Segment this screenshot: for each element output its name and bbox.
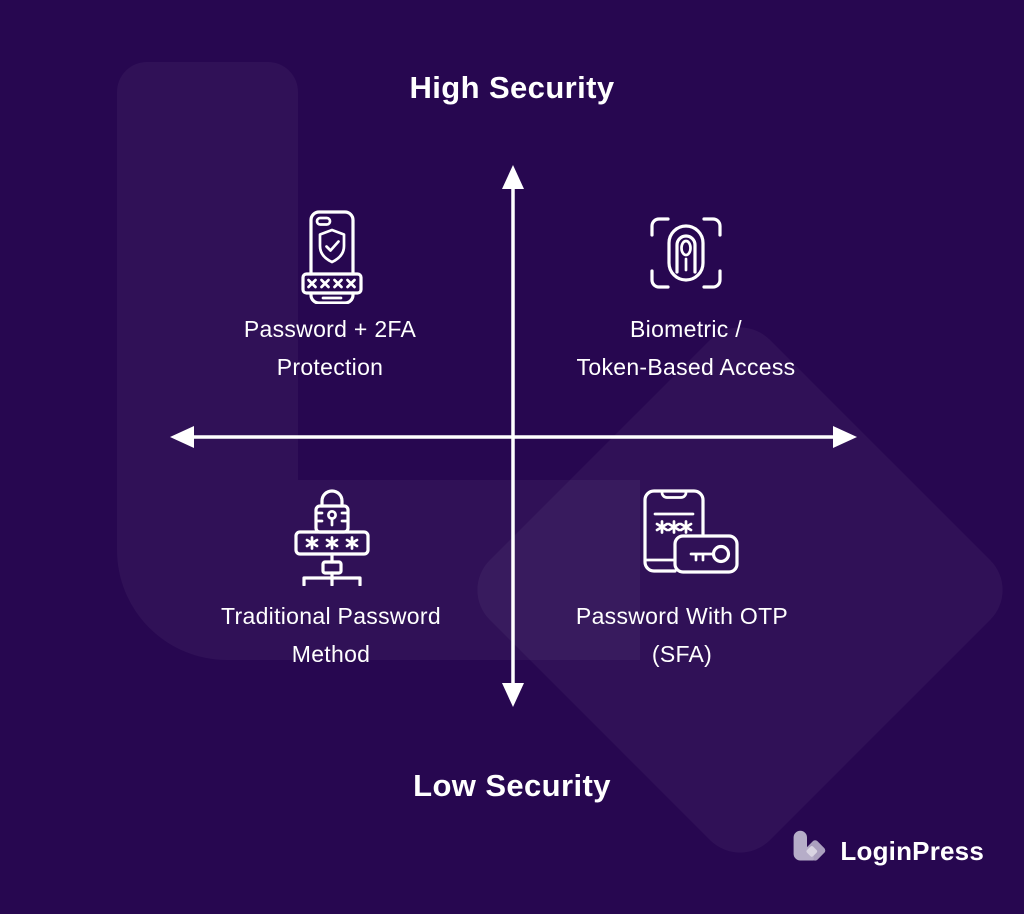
arrow-down-icon <box>502 683 524 707</box>
label-line: Protection <box>276 354 384 380</box>
label-line: Password + 2FA <box>243 316 417 342</box>
arrow-up-icon <box>502 165 524 189</box>
brand-name: LoginPress <box>840 836 984 866</box>
loginpress-brand-logo: LoginPress <box>784 826 984 877</box>
arrow-right-icon <box>833 426 857 448</box>
lock-password-network-icon <box>288 482 376 586</box>
loginpress-arrow-logo-icon <box>784 826 830 877</box>
quadrant-label-traditional-password: Traditional Password Method <box>151 597 511 673</box>
label-line: Token-Based Access <box>576 354 796 380</box>
label-line: (SFA) <box>651 641 713 667</box>
arrow-left-icon <box>170 426 194 448</box>
label-line: Traditional Password <box>221 603 441 629</box>
quadrant-label-biometric: Biometric / Token-Based Access <box>506 310 866 386</box>
fingerprint-scan-icon <box>644 211 728 295</box>
low-security-title: Low Security <box>413 768 611 803</box>
quadrant-label-password-2fa: Password + 2FA Protection <box>150 310 510 386</box>
quadrant-label-password-otp: Password With OTP (SFA) <box>502 597 862 673</box>
label-line: Password With OTP <box>575 603 789 629</box>
high-security-title: High Security <box>409 70 615 105</box>
phone-2fa-shield-icon <box>299 204 365 304</box>
phone-otp-key-icon <box>635 484 745 580</box>
label-line: Method <box>291 641 371 667</box>
label-line: Biometric / <box>630 316 742 342</box>
